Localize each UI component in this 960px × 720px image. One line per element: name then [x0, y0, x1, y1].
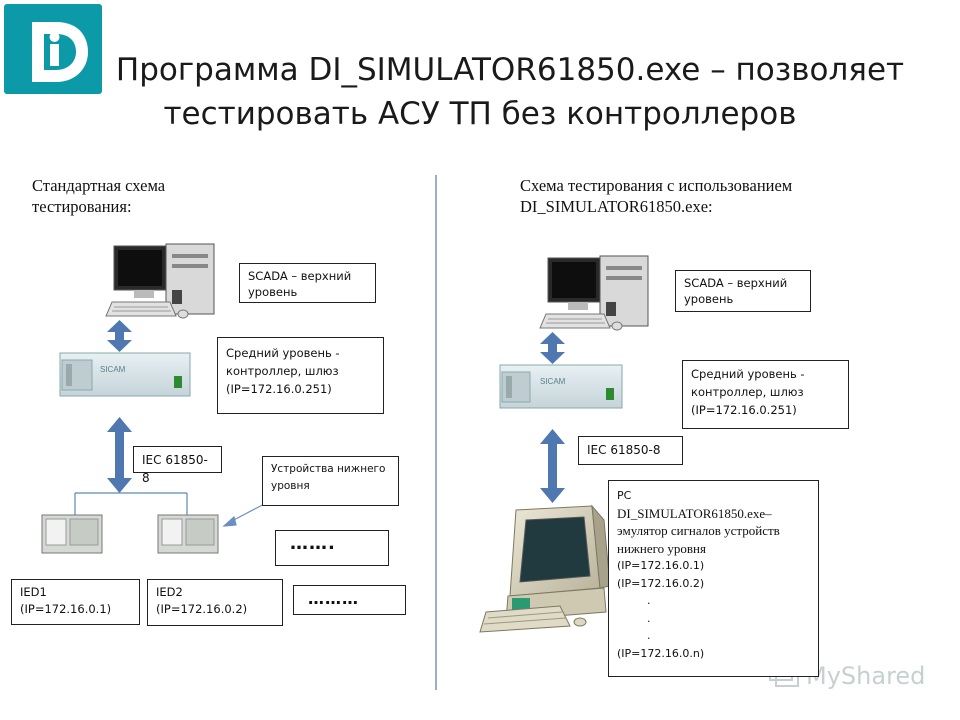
left-lower-double-arrow	[107, 417, 132, 493]
left-middle-line-3: (IP=172.16.0.251)	[226, 382, 332, 396]
left-middle-line-1: Средний уровень -	[226, 346, 340, 360]
left-bus-line	[74, 492, 188, 515]
left-ied2-device-icon	[157, 514, 219, 554]
lower-devices-box: Устройства нижнего уровня	[262, 456, 399, 506]
left-middle-level-box: Средний уровень - контроллер, шлюз (IP=1…	[217, 337, 384, 414]
right-heading-line-1: Схема тестирования с использованием	[520, 176, 793, 195]
lower-devices-line-1: Устройства нижнего	[271, 463, 386, 475]
right-middle-level-box: Средний уровень - контроллер, шлюз (IP=1…	[682, 360, 849, 429]
pc-line-1: PC	[617, 489, 632, 502]
right-sicam-device-icon	[499, 364, 623, 409]
right-lower-double-arrow	[540, 429, 565, 503]
left-scada-line-1: SCADA – верхний	[248, 269, 352, 283]
left-heading-line-2: тестирования:	[32, 197, 132, 216]
ied1-line-2: (IP=172.16.0.1)	[20, 602, 112, 616]
pc-line-2: DI_SIMULATOR61850.exe–	[617, 505, 772, 521]
page-title-line-2: тестировать АСУ ТП без контроллеров	[163, 96, 797, 132]
ied1-line-1: IED1	[20, 585, 47, 599]
left-sicam-device-icon	[59, 352, 191, 397]
lower-devices-pointer-arrow	[222, 501, 269, 527]
more-devices-box-1: …….	[275, 530, 389, 566]
right-middle-line-3: (IP=172.16.0.251)	[691, 403, 797, 417]
right-scada-box: SCADA – верхний уровень	[675, 270, 811, 312]
lower-devices-line-2: уровня	[271, 480, 310, 492]
pc-dot-2: .	[647, 611, 651, 625]
right-scada-line-2: уровень	[684, 292, 734, 306]
left-ied1-device-icon	[41, 514, 103, 554]
left-upper-double-arrow	[107, 320, 132, 352]
right-middle-line-1: Средний уровень -	[691, 367, 805, 381]
ied2-line-2: (IP=172.16.0.2)	[156, 602, 248, 616]
right-heading-line-2: DI_SIMULATOR61850.exe:	[520, 197, 713, 216]
right-protocol-box: IEC 61850-8	[578, 436, 683, 465]
more-devices-box-2: ………	[293, 585, 406, 615]
logo-mark-icon	[32, 22, 88, 82]
left-protocol-label: IEC 61850-8	[142, 453, 208, 485]
left-scada-computer-icon	[105, 243, 215, 319]
left-scada-line-2: уровень	[248, 285, 298, 299]
pc-line-last: (IP=172.16.0.n)	[617, 646, 705, 660]
right-upper-double-arrow	[540, 332, 565, 364]
ied2-box: IED2 (IP=172.16.0.2)	[147, 579, 283, 626]
ied2-line-1: IED2	[156, 585, 183, 599]
pc-dot-3: .	[647, 629, 651, 642]
page-title-line-1: Программа DI_SIMULATOR61850.exe – позвол…	[115, 52, 905, 88]
watermark-text: MyShared	[806, 662, 925, 690]
pc-line-4: нижнего уровня	[617, 540, 706, 556]
right-heading: Схема тестирования с использованием DI_S…	[520, 175, 792, 217]
pc-line-5: (IP=172.16.0.1)	[617, 559, 705, 572]
left-protocol-box: IEC 61850-8	[133, 446, 222, 485]
right-middle-line-2: контроллер, шлюз	[691, 385, 804, 399]
left-sicam-label: SICAM	[100, 365, 126, 374]
left-heading-line-1: Стандартная схема	[32, 176, 166, 195]
right-protocol-label: IEC 61850-8	[587, 443, 661, 457]
right-scada-line-1: SCADA – верхний	[684, 276, 788, 290]
left-scada-box: SCADA – верхний уровень	[239, 263, 376, 303]
company-logo	[4, 4, 102, 94]
simulator-pc-icon	[479, 504, 611, 633]
column-divider	[435, 175, 437, 690]
more-devices-dots-1: …….	[290, 533, 336, 554]
pc-dot-1: .	[647, 594, 651, 607]
left-heading: Стандартная схема тестирования:	[32, 175, 165, 217]
ied1-box: IED1 (IP=172.16.0.1)	[11, 579, 140, 625]
right-scada-computer-icon	[539, 255, 649, 331]
pc-line-6: (IP=172.16.0.2)	[617, 576, 705, 590]
left-middle-line-2: контроллер, шлюз	[226, 364, 339, 378]
right-sicam-label: SICAM	[540, 377, 566, 386]
more-devices-dots-2: ………	[308, 589, 359, 608]
pc-line-3: эмулятор сигналов устройств	[617, 523, 780, 538]
simulator-pc-box: PC DI_SIMULATOR61850.exe– эмулятор сигна…	[608, 480, 819, 677]
